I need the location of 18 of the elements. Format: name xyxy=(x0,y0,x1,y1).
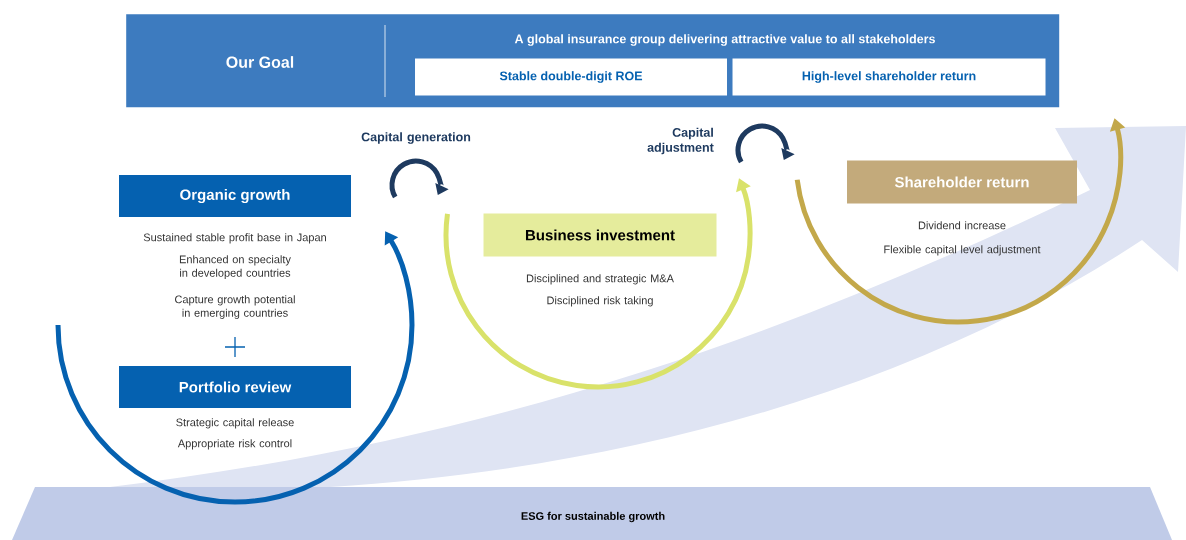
body-text: Disciplined risk taking xyxy=(547,296,653,307)
body-text: Flexible capital level adjustment xyxy=(884,245,1041,256)
step-label: Capital adjustment xyxy=(647,127,714,155)
body-text: Sustained stable profit base in Japan xyxy=(143,233,326,244)
goal-box: Stable double-digit ROE xyxy=(415,58,727,96)
heading-box: Shareholder return xyxy=(847,160,1077,204)
step-label: Capital generation xyxy=(361,132,471,144)
base-band: ESG for sustainable growth xyxy=(12,487,1172,540)
body-text: Strategic capital release xyxy=(176,418,294,429)
heading-box: Business investment xyxy=(483,213,717,257)
body-text: Disciplined and strategic M&A xyxy=(526,274,674,285)
body-text: Dividend increase xyxy=(918,221,1006,230)
body-text: Enhanced on specialty in developed countries xyxy=(179,255,291,279)
body-text: Appropriate risk control xyxy=(177,439,292,450)
goal-box: High-level shareholder return xyxy=(732,58,1046,96)
body-text: Capture growth potential in emerging countries xyxy=(175,295,295,319)
heading-box: Organic growth xyxy=(119,175,351,217)
heading-box: Portfolio review xyxy=(119,366,351,408)
